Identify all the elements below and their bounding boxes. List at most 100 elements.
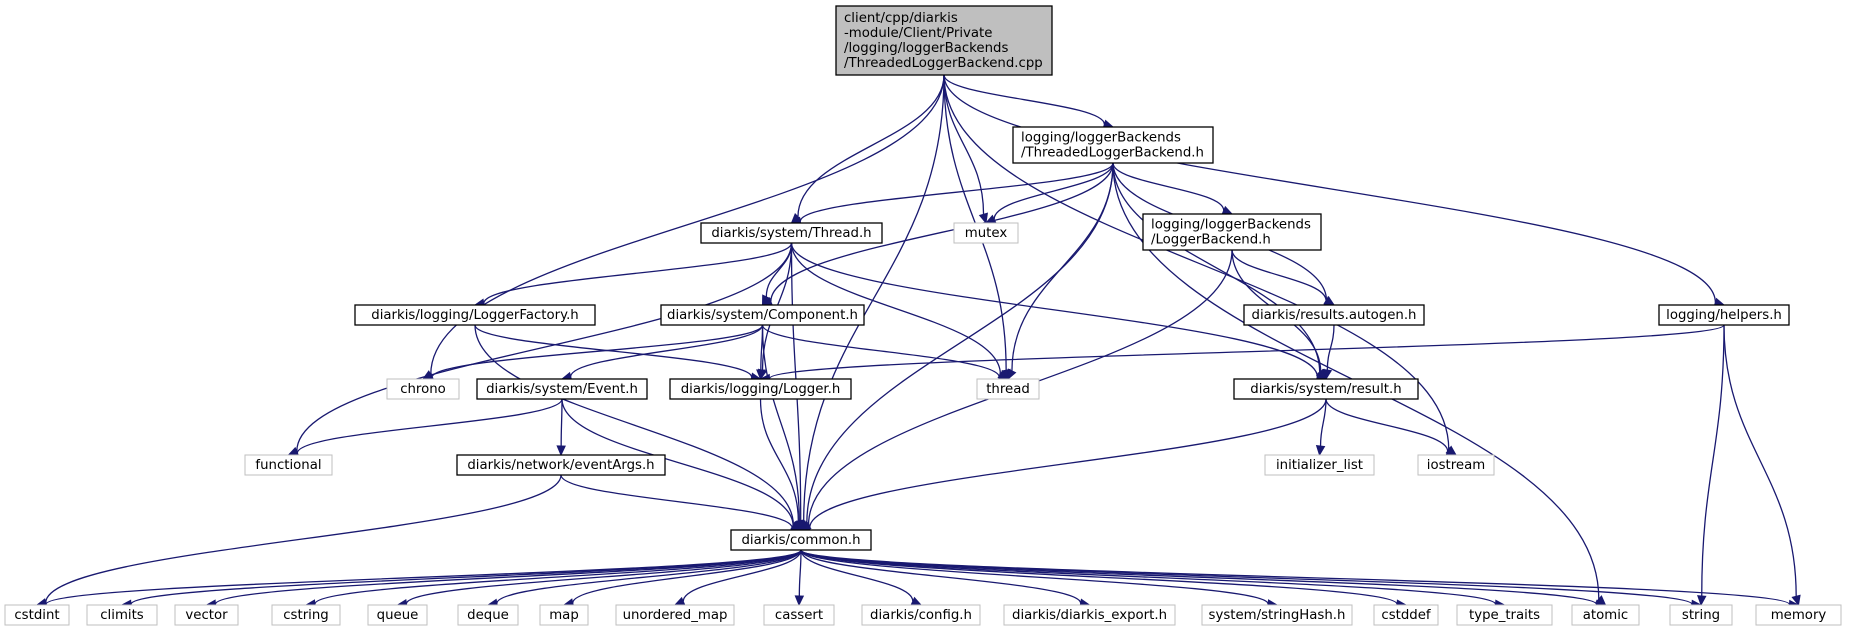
edge-result_h-to-iostream bbox=[1325, 398, 1449, 452]
node-root-label: client/cpp/diarkis bbox=[844, 11, 958, 26]
node-threaded_h-label: logging/loggerBackends bbox=[1021, 131, 1181, 146]
node-memory-box bbox=[1755, 604, 1842, 626]
node-component_h[interactable]: diarkis/system/Component.h bbox=[660, 304, 865, 326]
edge-threaded_h-to-thread_h bbox=[799, 162, 1114, 222]
node-cstring: cstring bbox=[271, 604, 341, 626]
node-string: string bbox=[1669, 604, 1733, 626]
node-diarkis_export_h-box bbox=[1003, 604, 1176, 626]
node-helpers_h-label: logging/helpers.h bbox=[1666, 308, 1782, 323]
node-chrono-box bbox=[386, 378, 460, 400]
edge-threaded_h-to-loggerbackend_h bbox=[1112, 162, 1225, 211]
node-vector-box bbox=[174, 604, 239, 626]
node-common_h[interactable]: diarkis/common.h bbox=[730, 529, 872, 551]
node-thread_h[interactable]: diarkis/system/Thread.h bbox=[700, 222, 883, 244]
edge-helpers_h-to-memory bbox=[1723, 324, 1797, 597]
edge-event_h-to-functional bbox=[296, 398, 563, 454]
node-loggerbackend_h[interactable]: logging/loggerBackends/LoggerBackend.h bbox=[1142, 213, 1322, 251]
node-mutex-label: mutex bbox=[965, 226, 1008, 241]
edge-helpers_h-to-logger_h bbox=[768, 324, 1725, 380]
node-eventargs_h[interactable]: diarkis/network/eventArgs.h bbox=[456, 454, 666, 476]
node-climits-box bbox=[86, 604, 158, 626]
arrowhead-threaded_h-to-thread bbox=[1007, 368, 1017, 381]
node-queue-label: queue bbox=[377, 608, 419, 623]
edge-common_h-to-map bbox=[572, 549, 802, 604]
node-root-label: /ThreadedLoggerBackend.cpp bbox=[844, 56, 1043, 71]
node-helpers_h[interactable]: logging/helpers.h bbox=[1658, 304, 1790, 326]
node-cstring-box bbox=[271, 604, 341, 626]
node-mutex: mutex bbox=[953, 222, 1019, 244]
edge-common_h-to-climits bbox=[130, 549, 802, 605]
node-memory-label: memory bbox=[1771, 608, 1827, 623]
node-event_h[interactable]: diarkis/system/Event.h bbox=[476, 378, 648, 400]
node-cstdint-box bbox=[4, 604, 70, 626]
edge-root-to-thread_h bbox=[797, 74, 945, 217]
node-result_h-label: diarkis/system/result.h bbox=[1250, 382, 1401, 397]
node-loggerbackend_h-box bbox=[1142, 213, 1322, 251]
node-unordered_map: unordered_map bbox=[615, 604, 735, 626]
node-iostream: iostream bbox=[1417, 454, 1495, 476]
node-climits: climits bbox=[86, 604, 158, 626]
node-diarkis_export_h: diarkis/diarkis_export.h bbox=[1003, 604, 1176, 626]
node-common_h-box bbox=[730, 529, 872, 551]
node-cstdint-label: cstdint bbox=[14, 608, 59, 623]
node-chrono: chrono bbox=[386, 378, 460, 400]
node-logger_h-label: diarkis/logging/Logger.h bbox=[681, 382, 841, 397]
node-thread: thread bbox=[976, 378, 1040, 400]
node-event_h-label: diarkis/system/Event.h bbox=[486, 382, 638, 397]
node-loggerfactory_h[interactable]: diarkis/logging/LoggerFactory.h bbox=[354, 304, 596, 326]
node-config_h: diarkis/config.h bbox=[861, 604, 981, 626]
node-root[interactable]: client/cpp/diarkis-module/Client/Private… bbox=[835, 5, 1053, 76]
edge-loggerbackend_h-to-results_autogen_h bbox=[1231, 249, 1327, 301]
node-cstring-label: cstring bbox=[283, 608, 328, 623]
edge-common_h-to-memory bbox=[800, 549, 1791, 606]
node-thread-box bbox=[976, 378, 1040, 400]
node-threaded_h[interactable]: logging/loggerBackends/ThreadedLoggerBac… bbox=[1012, 126, 1214, 164]
node-deque: deque bbox=[457, 604, 519, 626]
edge-common_h-to-diarkis_export_h bbox=[800, 549, 1082, 604]
edge-common_h-to-type_traits bbox=[800, 549, 1497, 605]
arrowhead-common_h-to-cassert bbox=[794, 595, 805, 607]
edge-threaded_h-to-component_h bbox=[770, 162, 1114, 302]
node-logger_h-box bbox=[669, 378, 852, 400]
node-string-box bbox=[1669, 604, 1733, 626]
node-type_traits: type_traits bbox=[1456, 604, 1553, 626]
node-map-label: map bbox=[549, 608, 579, 623]
node-iostream-box bbox=[1417, 454, 1495, 476]
edge-common_h-to-config_h bbox=[800, 549, 914, 602]
node-initializer_list-label: initializer_list bbox=[1276, 458, 1363, 473]
edge-common_h-to-stringhash_h bbox=[800, 549, 1269, 605]
edge-root-to-helpers_h bbox=[943, 74, 1717, 303]
node-queue-box bbox=[367, 604, 428, 626]
edge-event_h-to-common_h bbox=[561, 398, 794, 526]
edge-common_h-to-atomic bbox=[800, 549, 1598, 605]
node-functional-label: functional bbox=[255, 458, 321, 473]
edge-results_autogen_h-to-result_h bbox=[1326, 324, 1335, 371]
node-results_autogen_h[interactable]: diarkis/results.autogen.h bbox=[1243, 304, 1425, 326]
node-logger_h[interactable]: diarkis/logging/Logger.h bbox=[669, 378, 852, 400]
node-atomic-box bbox=[1571, 604, 1640, 626]
node-deque-box bbox=[457, 604, 519, 626]
edge-root-to-common_h bbox=[803, 74, 945, 522]
node-common_h-label: diarkis/common.h bbox=[741, 533, 860, 548]
node-result_h[interactable]: diarkis/system/result.h bbox=[1233, 378, 1419, 400]
edge-event_h-to-eventargs_h bbox=[560, 398, 563, 447]
node-cassert: cassert bbox=[763, 604, 835, 626]
edge-threaded_h-to-result_h bbox=[1112, 162, 1321, 373]
arrowhead-thread_h-to-component_h bbox=[761, 294, 771, 307]
node-loggerbackend_h-label: logging/loggerBackends bbox=[1151, 218, 1311, 233]
node-root-box bbox=[835, 5, 1053, 76]
node-root-label: /logging/loggerBackends bbox=[844, 41, 1008, 56]
nodes-layer: client/cpp/diarkis-module/Client/Private… bbox=[4, 5, 1842, 626]
edge-helpers_h-to-string bbox=[1701, 324, 1725, 597]
edge-threaded_h-to-common_h bbox=[806, 162, 1114, 524]
node-thread-label: thread bbox=[986, 382, 1030, 397]
node-root-label: -module/Client/Private bbox=[844, 26, 992, 41]
node-loggerfactory_h-box bbox=[354, 304, 596, 326]
edge-component_h-to-thread bbox=[761, 324, 1000, 378]
node-queue: queue bbox=[367, 604, 428, 626]
node-memory: memory bbox=[1755, 604, 1842, 626]
node-atomic: atomic bbox=[1571, 604, 1640, 626]
node-stringhash_h-box bbox=[1201, 604, 1353, 626]
node-results_autogen_h-label: diarkis/results.autogen.h bbox=[1252, 308, 1417, 323]
